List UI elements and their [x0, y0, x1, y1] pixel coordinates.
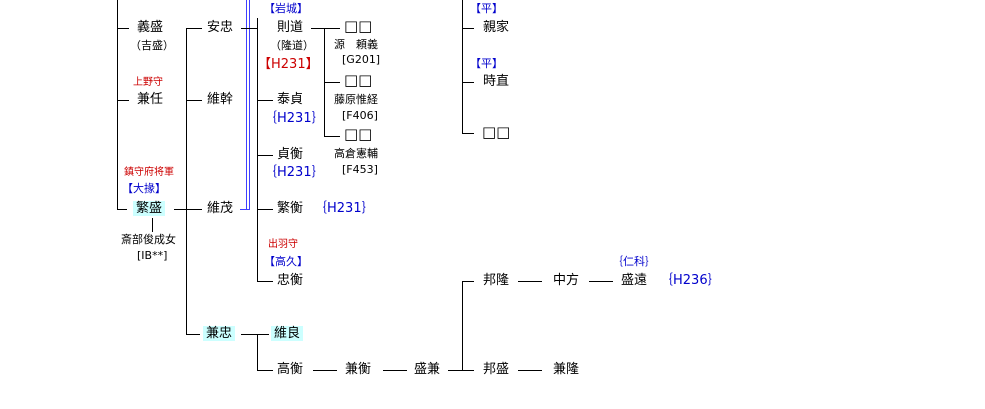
- person-koremoto: 維幹: [207, 92, 234, 107]
- connector-kanetou: [117, 100, 129, 101]
- person-kanetada: 兼忠: [203, 326, 236, 341]
- left-trunk-line: [117, 0, 118, 210]
- person-box1-ref: [G201]: [342, 53, 381, 66]
- connector-box3: [324, 136, 340, 137]
- tag-taira-1: 【平】: [470, 2, 503, 15]
- connector-koremochi: [186, 209, 202, 210]
- person-tokinao: 時直: [483, 74, 510, 89]
- person-shigemori-wife: 斎部俊成女: [121, 233, 176, 246]
- connector-kanetada: [186, 334, 200, 335]
- person-box2: □□: [344, 71, 373, 89]
- person-nakakata: 中方: [553, 273, 580, 288]
- person-takahira: 高衡: [277, 362, 304, 377]
- person-box3: □□: [344, 125, 373, 143]
- col2-trunk-line: [186, 28, 187, 334]
- connector-yasutada: [186, 28, 202, 29]
- person-kanetaka: 兼隆: [553, 362, 580, 377]
- person-yasusada: 泰貞: [277, 92, 304, 107]
- connector-shigehira: [257, 209, 273, 210]
- koreyoshi-trunk: [257, 334, 258, 371]
- connector-tadahira: [257, 281, 273, 282]
- person-morikane: 盛兼: [414, 362, 441, 377]
- ref-shigehira: ｛H231｝: [314, 201, 375, 216]
- ref-sadahira: ｛H231｝: [264, 165, 325, 180]
- tag-tadahira: 【高久】: [264, 255, 308, 268]
- person-morito: 盛遠: [621, 273, 648, 288]
- connector-box2: [324, 82, 340, 83]
- connector-kunimori-kanetaka: [518, 370, 542, 371]
- connector-box1: [324, 28, 340, 29]
- person-box1-name: 源 頼義: [334, 38, 378, 51]
- tag-taira-2: 【平】: [470, 57, 503, 70]
- title-shigemori: 鎮守府将軍: [124, 167, 174, 178]
- connector-kanetada-koreyoshi: [241, 334, 269, 335]
- person-norimichi-alias: （隆道）: [270, 39, 314, 52]
- connector-yasusada: [257, 100, 273, 101]
- adoption-line-1: [246, 0, 247, 210]
- connector-takahira: [257, 370, 273, 371]
- person-box3-name: 高倉憲輔: [334, 147, 378, 160]
- person-koremochi: 維茂: [207, 201, 234, 216]
- connector-right-box: [462, 133, 474, 134]
- connector-kunitaka: [462, 281, 474, 282]
- tag-nishina: ｛仁科｝: [612, 255, 656, 268]
- person-kanehira: 兼衡: [345, 362, 372, 377]
- person-koreyoshi: 維良: [271, 326, 304, 341]
- person-kunitaka: 邦隆: [483, 273, 510, 288]
- person-tadahira: 忠衡: [277, 273, 304, 288]
- person-shigehira: 繁衡: [277, 201, 304, 216]
- person-kunimori: 邦盛: [483, 362, 510, 377]
- connector-sadahira: [257, 155, 273, 156]
- right-top-trunk: [462, 0, 463, 134]
- rank-shigemori: 【大掾】: [122, 182, 166, 195]
- person-box2-name: 藤原惟経: [334, 93, 378, 106]
- person-box2-ref: [F406]: [342, 109, 378, 122]
- connector-yasutada-children: [241, 28, 257, 29]
- connector-nakakata-morito: [589, 281, 613, 282]
- tag-iwaki: 【岩城】: [264, 2, 308, 15]
- person-chikaie: 親家: [483, 20, 510, 35]
- person-sadahira: 貞衡: [277, 147, 304, 162]
- person-shigemori-wife-ref: [IB**]: [137, 249, 168, 262]
- connector-takahira-kanehira: [313, 370, 337, 371]
- person-kanetou: 兼任: [137, 92, 164, 107]
- adoption-connector: [240, 209, 249, 210]
- ref-norimichi: 【H231】: [258, 57, 319, 72]
- person-yoshimori-alias: （吉盛）: [130, 39, 174, 52]
- connector-norimichi-children: [311, 28, 324, 29]
- ref-morito: ｛H236｝: [660, 273, 721, 288]
- title-kanetou: 上野守: [133, 77, 163, 88]
- marriage-line: [152, 218, 153, 232]
- person-yoshimori: 義盛: [137, 20, 164, 35]
- person-norimichi: 則道: [277, 20, 304, 35]
- connector-kunimori: [462, 370, 474, 371]
- person-right-box: □□: [482, 123, 511, 141]
- connector-morikane-children: [448, 370, 462, 371]
- connector-chikaie: [462, 28, 474, 29]
- person-box1: □□: [344, 17, 373, 35]
- morikane-trunk: [462, 281, 463, 371]
- connector-koremoto: [186, 100, 202, 101]
- col3-trunk-line: [257, 18, 258, 282]
- ref-yasusada: ｛H231｝: [264, 111, 325, 126]
- adoption-line-2: [249, 0, 250, 210]
- connector-shigemori-children: [174, 209, 186, 210]
- connector-kanehira-morikane: [383, 370, 407, 371]
- connector-kunitaka-nakakata: [518, 281, 542, 282]
- connector-tokinao: [462, 82, 474, 83]
- title-tadahira: 出羽守: [268, 239, 298, 250]
- connector-yoshimori: [117, 28, 129, 29]
- person-shigemori: 繁盛: [133, 201, 166, 216]
- person-box3-ref: [F453]: [342, 163, 378, 176]
- person-yasutada: 安忠: [207, 20, 234, 35]
- connector-shigemori: [117, 209, 127, 210]
